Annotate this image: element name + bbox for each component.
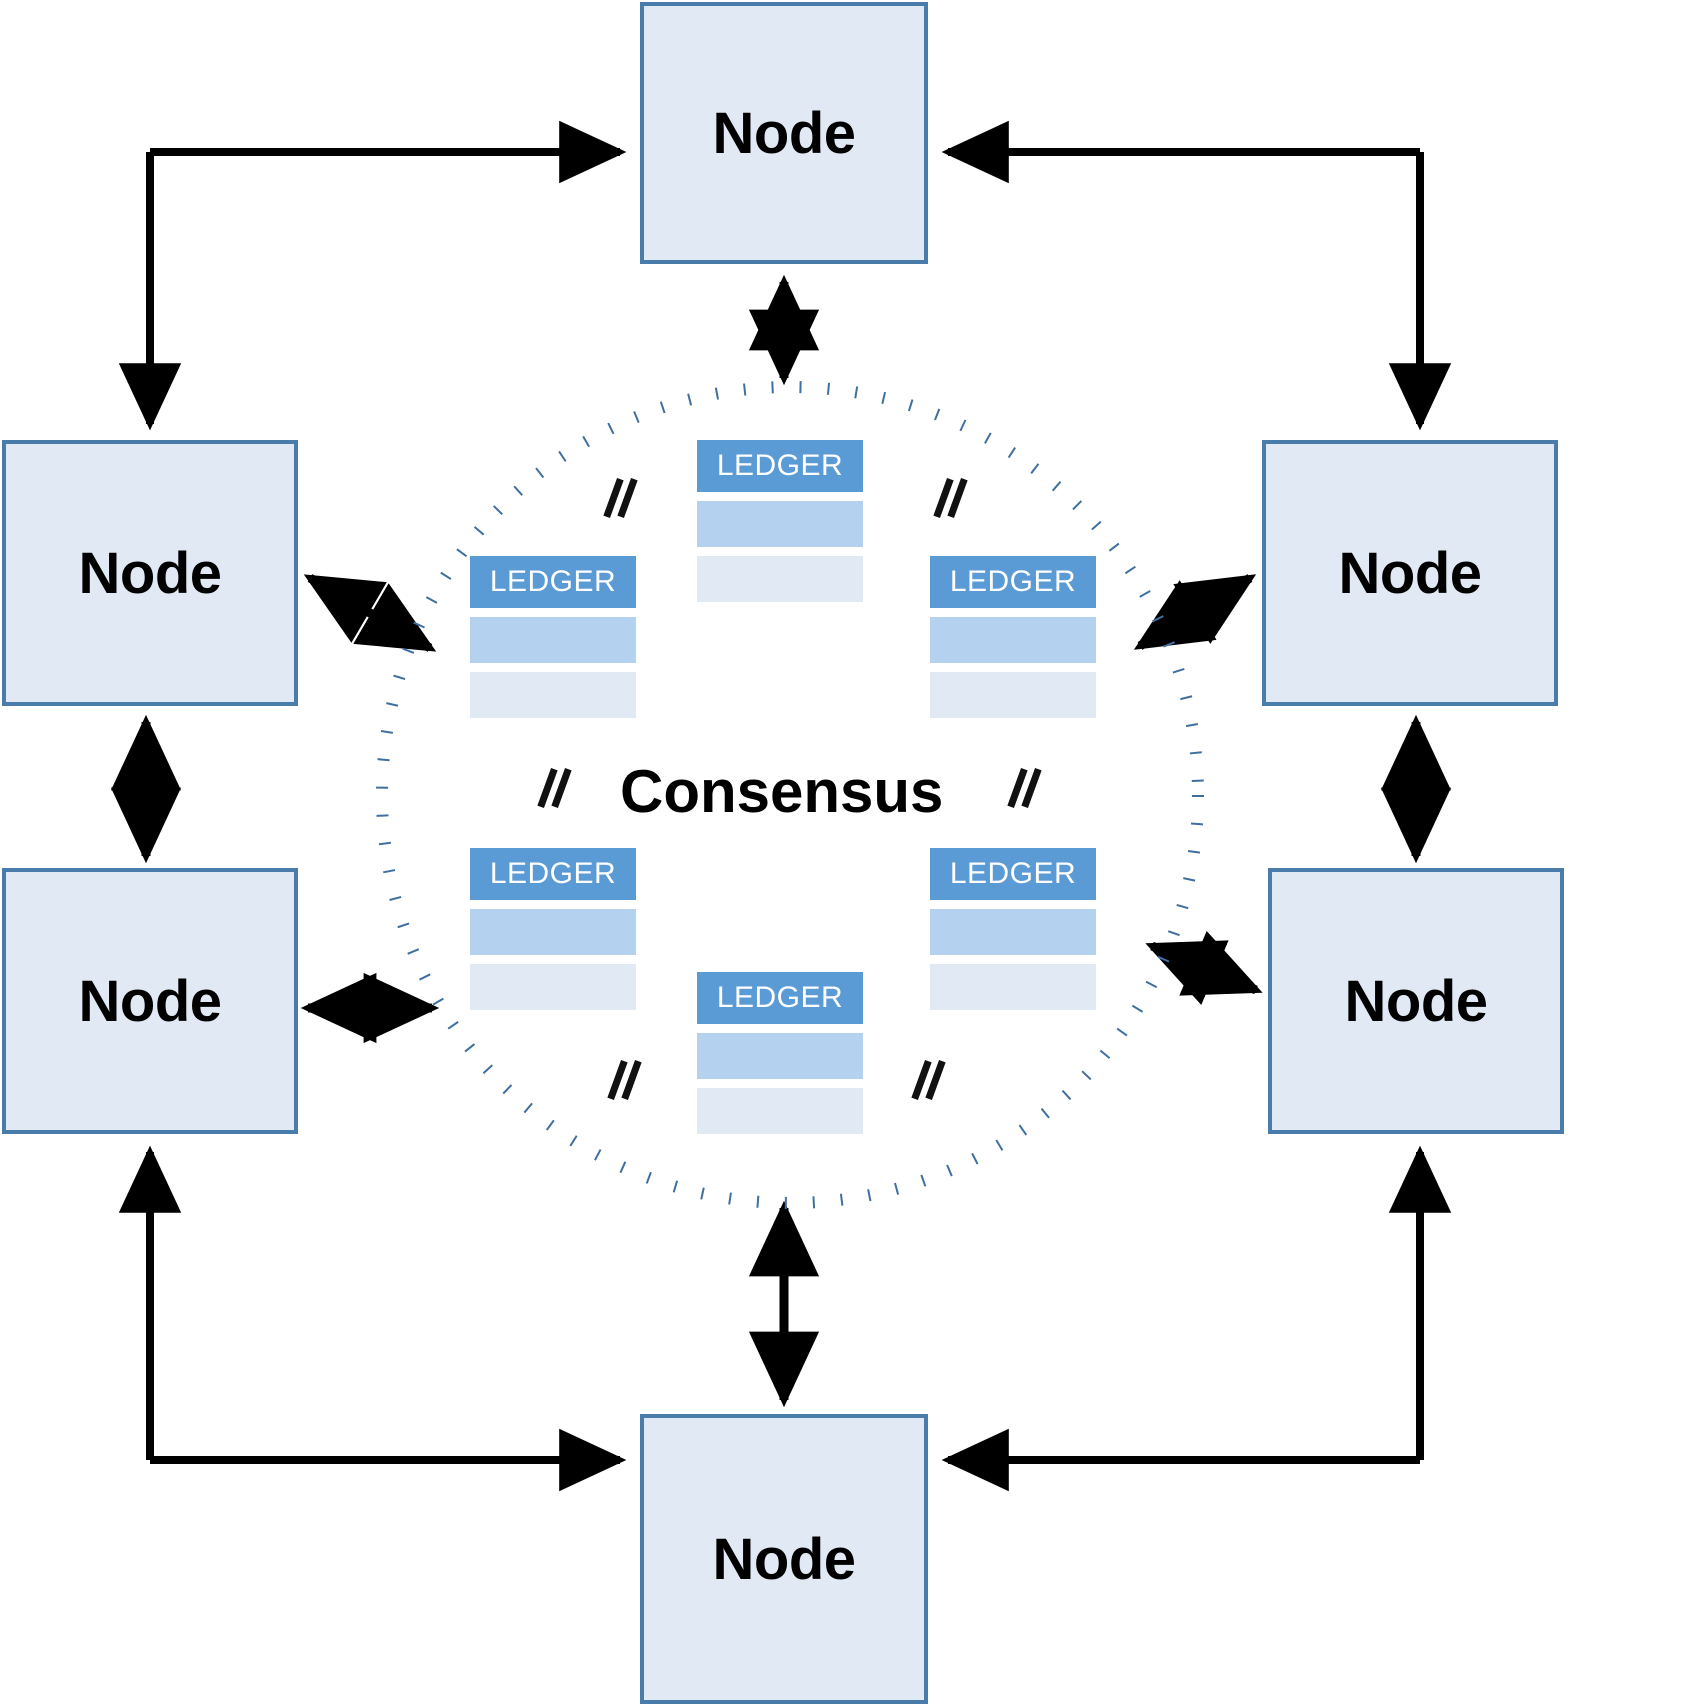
ledger-top[interactable]: LEDGER <box>697 440 863 602</box>
ledger-lower-left[interactable]: LEDGER <box>470 848 636 1010</box>
node-label: Node <box>1344 968 1489 1034</box>
node-bottom[interactable]: Node <box>640 1414 928 1704</box>
ledger-block-row <box>930 617 1096 663</box>
node-right-upper[interactable]: Node <box>1262 440 1558 706</box>
ledger-block-row <box>930 909 1096 955</box>
equals-sign-icon <box>537 768 572 808</box>
ledger-upper-right[interactable]: LEDGER <box>930 556 1096 718</box>
ledger-block-row <box>470 617 636 663</box>
ledger-block-row <box>697 1088 863 1134</box>
ledger-bottom[interactable]: LEDGER <box>697 972 863 1134</box>
ledger-block-row <box>470 964 636 1010</box>
node-top[interactable]: Node <box>640 2 928 264</box>
ledger-header: LEDGER <box>930 848 1096 900</box>
equals-sign-icon <box>607 1060 642 1100</box>
ledger-lower-right[interactable]: LEDGER <box>930 848 1096 1010</box>
node-label: Node <box>78 968 223 1034</box>
node-left-lower[interactable]: Node <box>2 868 298 1134</box>
ledger-block-row <box>697 556 863 602</box>
equals-sign-icon <box>911 1060 946 1100</box>
equals-sign-icon <box>1007 768 1042 808</box>
ledger-upper-left[interactable]: LEDGER <box>470 556 636 718</box>
ledger-block-row <box>930 964 1096 1010</box>
node-left-upper[interactable]: Node <box>2 440 298 706</box>
node-label: Node <box>78 540 223 606</box>
wire-spoke-left-upper <box>303 574 437 652</box>
consensus-label: Consensus <box>620 758 944 825</box>
equals-sign-icon <box>603 478 638 518</box>
ledger-block-row <box>470 909 636 955</box>
ledger-header: LEDGER <box>470 556 636 608</box>
ledger-header: LEDGER <box>697 440 863 492</box>
ledger-block-row <box>470 672 636 718</box>
node-right-lower[interactable]: Node <box>1268 868 1564 1134</box>
ledger-block-row <box>697 501 863 547</box>
ledger-header: LEDGER <box>697 972 863 1024</box>
node-label: Node <box>712 1526 857 1592</box>
ledger-header: LEDGER <box>930 556 1096 608</box>
node-label: Node <box>1338 540 1483 606</box>
equals-sign-icon <box>933 478 968 518</box>
wire-spoke-right-lower <box>1145 931 1263 1005</box>
ledger-block-row <box>930 672 1096 718</box>
wire-spoke-right-upper <box>1133 574 1257 650</box>
ledger-block-row <box>697 1033 863 1079</box>
node-label: Node <box>712 100 857 166</box>
ledger-header: LEDGER <box>470 848 636 900</box>
